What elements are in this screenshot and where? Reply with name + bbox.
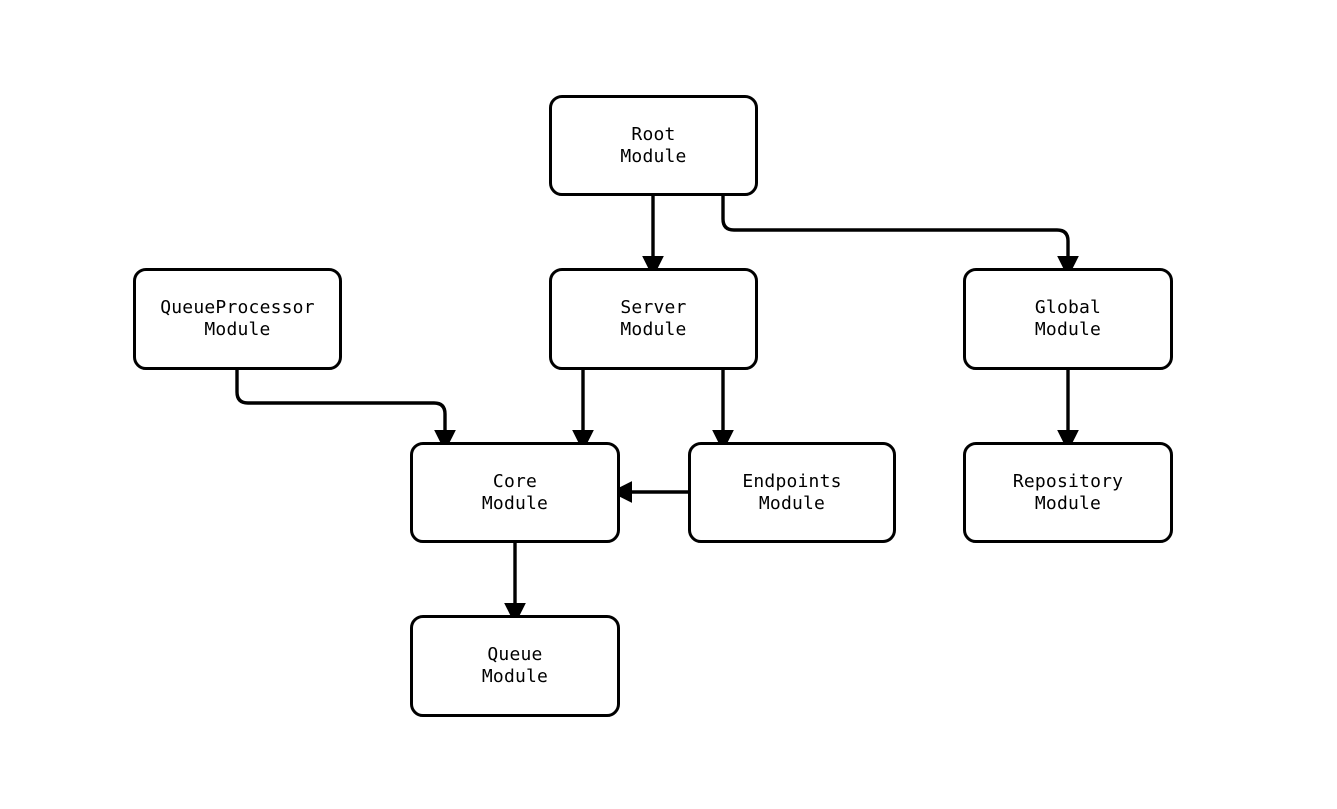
- edge-root-to-global: [721, 196, 1079, 278]
- node-server-module[interactable]: Server Module: [549, 268, 758, 370]
- node-repository-module-label: Repository Module: [1012, 470, 1124, 514]
- node-root-module-label: Root Module: [620, 123, 687, 167]
- node-queue-module-label: Queue Module: [481, 644, 549, 687]
- node-global-module[interactable]: Global Module: [963, 268, 1173, 370]
- node-core-module[interactable]: Core Module: [410, 442, 620, 543]
- node-queue-module[interactable]: Queue Module: [410, 615, 620, 717]
- node-global-module-label: Global Module: [1034, 297, 1102, 340]
- edge-group: [235, 196, 1079, 625]
- node-root-module[interactable]: Root Module: [549, 95, 758, 196]
- node-endpoints-module[interactable]: Endpoints Module: [688, 442, 896, 543]
- edge-queueprocessor-to-core: [235, 370, 456, 452]
- node-queueprocessor-module-label: QueueProcessor Module: [160, 297, 315, 340]
- node-core-module-label: Core Module: [481, 470, 549, 514]
- node-endpoints-module-label: Endpoints Module: [742, 470, 842, 514]
- node-queueprocessor-module[interactable]: QueueProcessor Module: [133, 268, 342, 370]
- node-server-module-label: Server Module: [620, 297, 687, 340]
- node-repository-module[interactable]: Repository Module: [963, 442, 1173, 543]
